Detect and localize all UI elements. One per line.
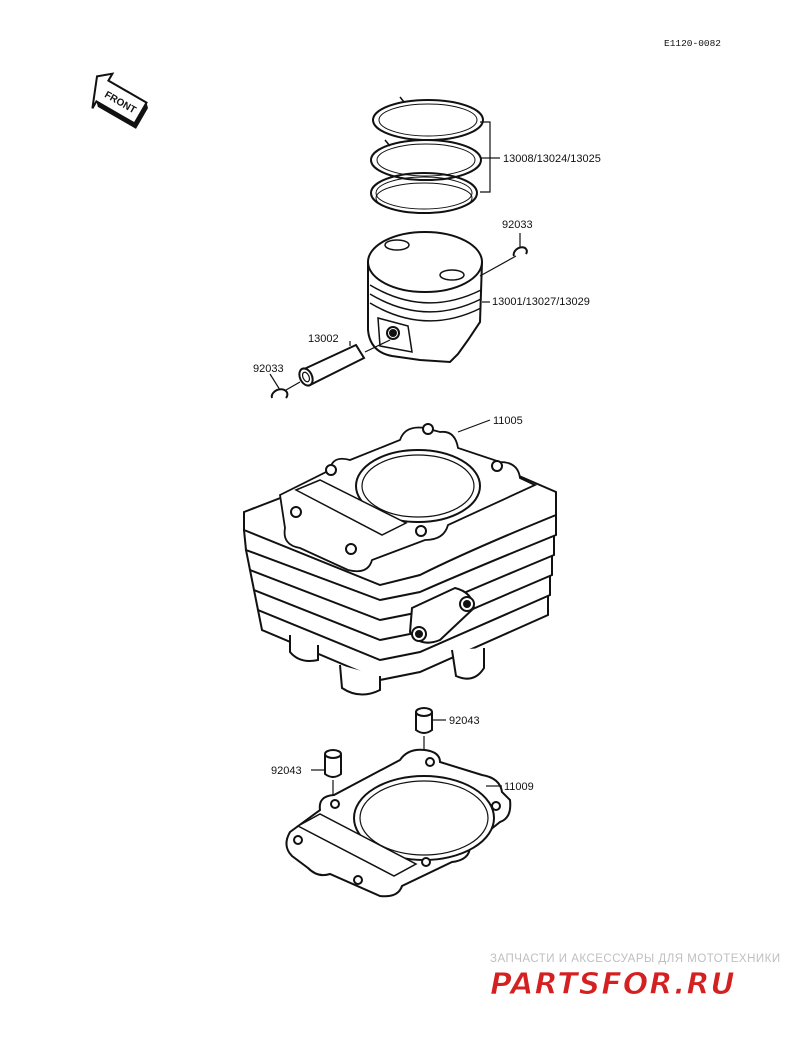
circlip-left — [270, 388, 289, 399]
piston-rings-leader — [480, 121, 500, 193]
cylinder-block — [242, 423, 557, 696]
circlip-right — [512, 246, 528, 257]
piston — [367, 231, 484, 364]
circlip-right-leader — [479, 255, 517, 277]
piston-pin-callout: 13002 — [308, 333, 339, 345]
diagram-code: E1120-0082 — [664, 38, 721, 49]
circlip-left-callout: 92033 — [253, 363, 284, 375]
base-gasket — [285, 748, 512, 898]
piston-callout: 13001/13027/13029 — [492, 296, 590, 308]
dowel-pin-left — [324, 749, 342, 778]
piston-pin-leader — [364, 339, 391, 353]
cylinder-callout: 11005 — [493, 415, 523, 427]
piston-pin — [298, 343, 366, 387]
piston-rings-callout: 13008/13024/13025 — [503, 153, 601, 165]
watermark-tagline: ЗАПЧАСТИ И АКСЕССУАРЫ ДЛЯ МОТОТЕХНИКИ — [490, 953, 781, 965]
watermark-logo: PARTSFOR.RU — [490, 967, 736, 1002]
circlip-right-callout: 92033 — [502, 219, 533, 231]
gasket-callout: 11009 — [504, 781, 534, 793]
dowel-pin-right — [415, 707, 433, 734]
dowel-right-callout: 92043 — [449, 715, 480, 727]
dowel-left-callout: 92043 — [271, 765, 302, 777]
cylinder-leader — [457, 419, 491, 433]
piston-rings — [370, 96, 484, 214]
front-arrow-icon: FRONT — [91, 72, 148, 129]
